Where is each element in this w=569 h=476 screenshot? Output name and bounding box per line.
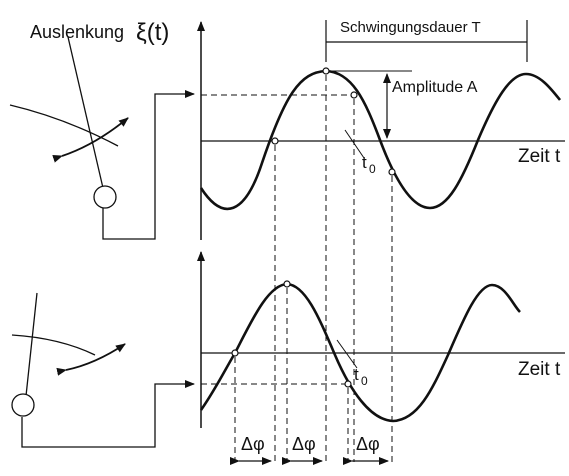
y-axis-symbol: ξ(t) — [136, 19, 169, 46]
top-time-axis-label: Zeit t — [518, 146, 561, 167]
t0-top-subscript: 0 — [369, 162, 376, 176]
period-label: Schwingungsdauer T — [340, 19, 481, 36]
bottom-time-axis-label: Zeit t — [518, 359, 561, 380]
bottom-point-zero-crossing — [231, 349, 239, 357]
bottom-pendulum-rod — [25, 292, 38, 397]
t0-bottom-label: t — [354, 365, 359, 384]
bottom-point-maximum — [283, 280, 291, 288]
bottom-wave — [199, 282, 521, 423]
top-point-t0 — [350, 91, 358, 99]
top-point-after — [388, 168, 396, 176]
phase-label-1: Δφ — [241, 434, 265, 454]
top-swing-arrow — [52, 117, 129, 163]
y-axis-label: Auslenkung — [30, 22, 124, 42]
bottom-swing-arc — [11, 334, 96, 356]
top-pendulum — [9, 36, 195, 240]
top-swing-arc — [9, 104, 119, 147]
t0-bottom-subscript: 0 — [361, 374, 368, 388]
top-wave — [199, 69, 562, 210]
top-pendulum-rod — [67, 36, 104, 189]
t0-top-label: t — [362, 153, 367, 172]
top-panel: Auslenkung ξ(t) Zeit t Schwingungsdauer … — [30, 16, 565, 240]
bottom-connector — [21, 380, 195, 448]
top-connector — [102, 90, 195, 240]
top-point-maximum — [322, 67, 330, 75]
phase-label-2: Δφ — [292, 434, 316, 454]
phase-label-3: Δφ — [356, 434, 380, 454]
bottom-panel: Zeit t t 0 — [197, 251, 565, 428]
bottom-swing-arrow — [56, 343, 126, 376]
top-point-zero-crossing — [271, 137, 279, 145]
bottom-pendulum-bob — [11, 393, 35, 417]
top-pendulum-bob — [93, 185, 117, 209]
bottom-pendulum — [11, 292, 195, 448]
amplitude-label: Amplitude A — [392, 79, 478, 96]
guide-lines — [234, 75, 393, 462]
bottom-point-t0 — [344, 380, 352, 388]
phase-arrows: Δφ Δφ Δφ — [230, 434, 389, 465]
